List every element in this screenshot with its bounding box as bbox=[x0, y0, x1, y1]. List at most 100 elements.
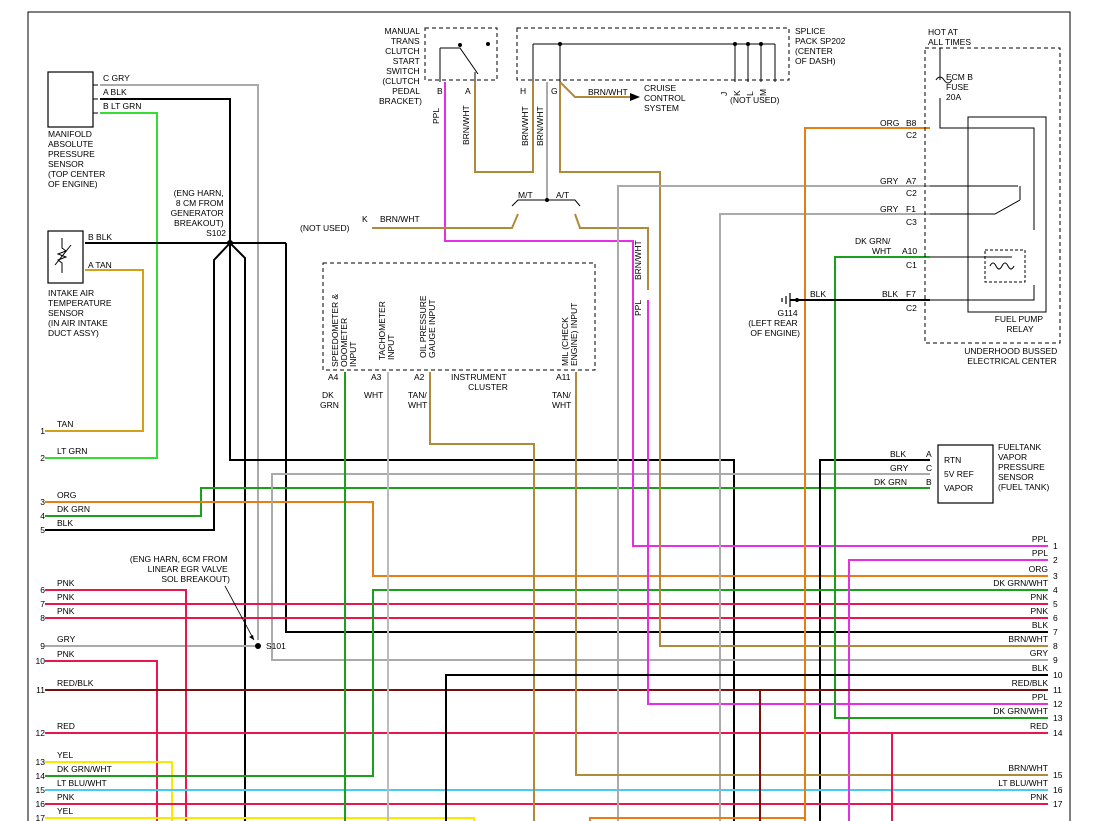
gry-a7-wire bbox=[617, 185, 930, 821]
ubec-f7-conn: C2 bbox=[906, 303, 917, 313]
map-sensor: C GRY A BLK B LT GRN MANIFOLD ABSOLUTE P… bbox=[47, 71, 141, 189]
s102-blk-branch-down bbox=[229, 243, 735, 821]
cluster-label: INSTRUMENT CLUSTER bbox=[451, 372, 509, 392]
left-terminal-number: 15 bbox=[36, 785, 46, 795]
map-label: MANIFOLD ABSOLUTE PRESSURE SENSOR (TOP C… bbox=[48, 129, 108, 189]
left-terminal-number: 8 bbox=[40, 613, 45, 623]
s101-id: S101 bbox=[266, 641, 286, 651]
cluster-a2-tanwht bbox=[429, 372, 535, 821]
clutch-label: MANUAL TRANS CLUTCH START SWITCH (CLUTCH… bbox=[379, 26, 422, 106]
cluster-a11-tanwht bbox=[575, 372, 1048, 776]
ppl-clutch-wire bbox=[444, 82, 1048, 547]
splice-pin-m: M bbox=[758, 89, 768, 96]
right-terminal-number: 11 bbox=[1053, 685, 1062, 695]
clutch-switch: MANUAL TRANS CLUTCH START SWITCH (CLUTCH… bbox=[379, 26, 498, 145]
left-terminal-label: PNK bbox=[57, 592, 75, 602]
right-terminal-number: 1 bbox=[1053, 541, 1058, 551]
brnwht-vertical-label: BRN/WHT bbox=[633, 240, 643, 280]
relay-label: FUEL PUMP RELAY bbox=[995, 314, 1046, 334]
left-terminal-label: GRY bbox=[57, 634, 76, 644]
left-terminal-number: 17 bbox=[36, 813, 46, 821]
splice-label: SPLICE PACK SP202 (CENTER OF DASH) bbox=[795, 26, 848, 66]
splice-wire-g: BRN/WHT bbox=[535, 106, 545, 146]
fuse-label: ECM B FUSE 20A bbox=[946, 72, 975, 102]
blk-vapor-wire bbox=[819, 459, 930, 821]
k-wire: BRN/WHT bbox=[380, 214, 420, 224]
left-terminal-number: 6 bbox=[40, 585, 45, 595]
right-terminal-label: PPL bbox=[1032, 692, 1048, 702]
left-terminal-label: PNK bbox=[57, 578, 75, 588]
right-terminal-label: RED/BLK bbox=[1012, 678, 1049, 688]
underhood-electrical-center: HOT AT ALL TIMES ECM B FUSE 20A FUEL PUM… bbox=[855, 27, 1061, 366]
ubec-a7-pin: A7 bbox=[906, 176, 917, 186]
s101-splice: (ENG HARN, 6CM FROM LINEAR EGR VALVE SOL… bbox=[130, 554, 286, 651]
left-terminal-label: YEL bbox=[57, 750, 73, 760]
at-label: A/T bbox=[556, 190, 569, 200]
cluster-input-speedo: SPEEDOMETER & ODOMETER INPUT bbox=[330, 291, 358, 367]
ubec-a10-color: DK GRN/ bbox=[855, 236, 891, 246]
ground-label: G114 (LEFT REAR OF ENGINE) bbox=[748, 308, 800, 338]
left-terminal-number: 5 bbox=[40, 525, 45, 535]
ubec-b8-conn: C2 bbox=[906, 130, 917, 140]
ground-g114: BLK G114 (LEFT REAR OF ENGINE) BRN/WHT P… bbox=[633, 240, 826, 338]
splice-wire-h: BRN/WHT bbox=[520, 106, 530, 146]
vapor-vapor: VAPOR bbox=[944, 483, 973, 493]
ubec-f1-conn: C3 bbox=[906, 217, 917, 227]
left-terminal-label: LT GRN bbox=[57, 446, 87, 456]
iat-pin-b: B BLK bbox=[88, 232, 112, 242]
right-terminal-label: PPL bbox=[1032, 534, 1048, 544]
cluster-wire-a3: WHT bbox=[364, 390, 383, 400]
brnwht-cruise bbox=[559, 81, 630, 98]
s101-label: (ENG HARN, 6CM FROM LINEAR EGR VALVE SOL… bbox=[130, 554, 230, 584]
right-terminal-label: PNK bbox=[1031, 606, 1049, 616]
pnk-wire-6 bbox=[45, 589, 187, 821]
iat-pin-a: A TAN bbox=[88, 260, 112, 270]
right-terminal-number: 14 bbox=[1053, 728, 1063, 738]
ubec-a10-conn: C1 bbox=[906, 260, 917, 270]
right-terminal-number: 4 bbox=[1053, 585, 1058, 595]
right-terminal-number: 17 bbox=[1053, 799, 1063, 809]
s102-label: (ENG HARN, 8 CM FROM GENERATOR BREAKOUT)… bbox=[171, 188, 227, 238]
right-terminal-label: BLK bbox=[1032, 620, 1048, 630]
org-b8-wire bbox=[804, 127, 930, 821]
red-vertical bbox=[891, 732, 1048, 821]
cruise-control: BRN/WHT CRUISE CONTROL SYSTEM bbox=[588, 83, 688, 113]
cluster-wire-a4: DK GRN bbox=[320, 390, 339, 410]
right-terminal-label: BRN/WHT bbox=[1008, 763, 1048, 773]
brnwht-clutch-wire bbox=[474, 82, 534, 173]
iat-label: INTAKE AIR TEMPERATURE SENSOR (IN AIR IN… bbox=[48, 288, 114, 338]
dkgrnwht-a10-wire bbox=[834, 256, 1048, 719]
left-terminal-label: BLK bbox=[57, 518, 73, 528]
right-terminal-number: 6 bbox=[1053, 613, 1058, 623]
splice-pin-l: L bbox=[745, 91, 755, 96]
splice-pin-j: J bbox=[719, 92, 729, 96]
right-terminal-number: 15 bbox=[1053, 770, 1063, 780]
right-terminal-number: 8 bbox=[1053, 641, 1058, 651]
ppl-wire-2 bbox=[848, 559, 1048, 821]
iat-tan-wire bbox=[45, 269, 144, 432]
ubec-a7-conn: C2 bbox=[906, 188, 917, 198]
cluster-wire-a11: TAN/ WHT bbox=[552, 390, 573, 410]
vapor-gry-color: GRY bbox=[890, 463, 909, 473]
cluster-wire-a2: TAN/ WHT bbox=[408, 390, 429, 410]
left-terminal-number: 14 bbox=[36, 771, 46, 781]
brnwht-at bbox=[574, 213, 649, 290]
ppl-vertical-wire bbox=[647, 300, 1048, 705]
not-used-k: (NOT USED) bbox=[300, 223, 350, 233]
ubec-a7-color: GRY bbox=[880, 176, 899, 186]
left-terminal-number: 1 bbox=[40, 426, 45, 436]
right-terminal-label: PNK bbox=[1031, 592, 1049, 602]
gry-vapor-wire bbox=[271, 473, 1048, 661]
iat-sensor: B BLK A TAN INTAKE AIR TEMPERATURE SENSO… bbox=[47, 230, 114, 338]
ubec-a10-pin: A10 bbox=[902, 246, 917, 256]
cruise-label: CRUISE CONTROL SYSTEM bbox=[644, 83, 688, 113]
vapor-label: FUELTANK VAPOR PRESSURE SENSOR (FUEL TAN… bbox=[998, 442, 1049, 492]
left-terminal-number: 12 bbox=[36, 728, 46, 738]
left-terminal-label: TAN bbox=[57, 419, 73, 429]
ppl-vertical-label: PPL bbox=[633, 300, 643, 316]
left-terminal-label: RED/BLK bbox=[57, 678, 94, 688]
vapor-pressure-sensor: RTN 5V REF VAPOR BLK A GRY C DK GRN B FU… bbox=[874, 442, 1049, 504]
right-terminal-number: 12 bbox=[1053, 699, 1063, 709]
s102-blk-branch-right bbox=[229, 242, 246, 821]
